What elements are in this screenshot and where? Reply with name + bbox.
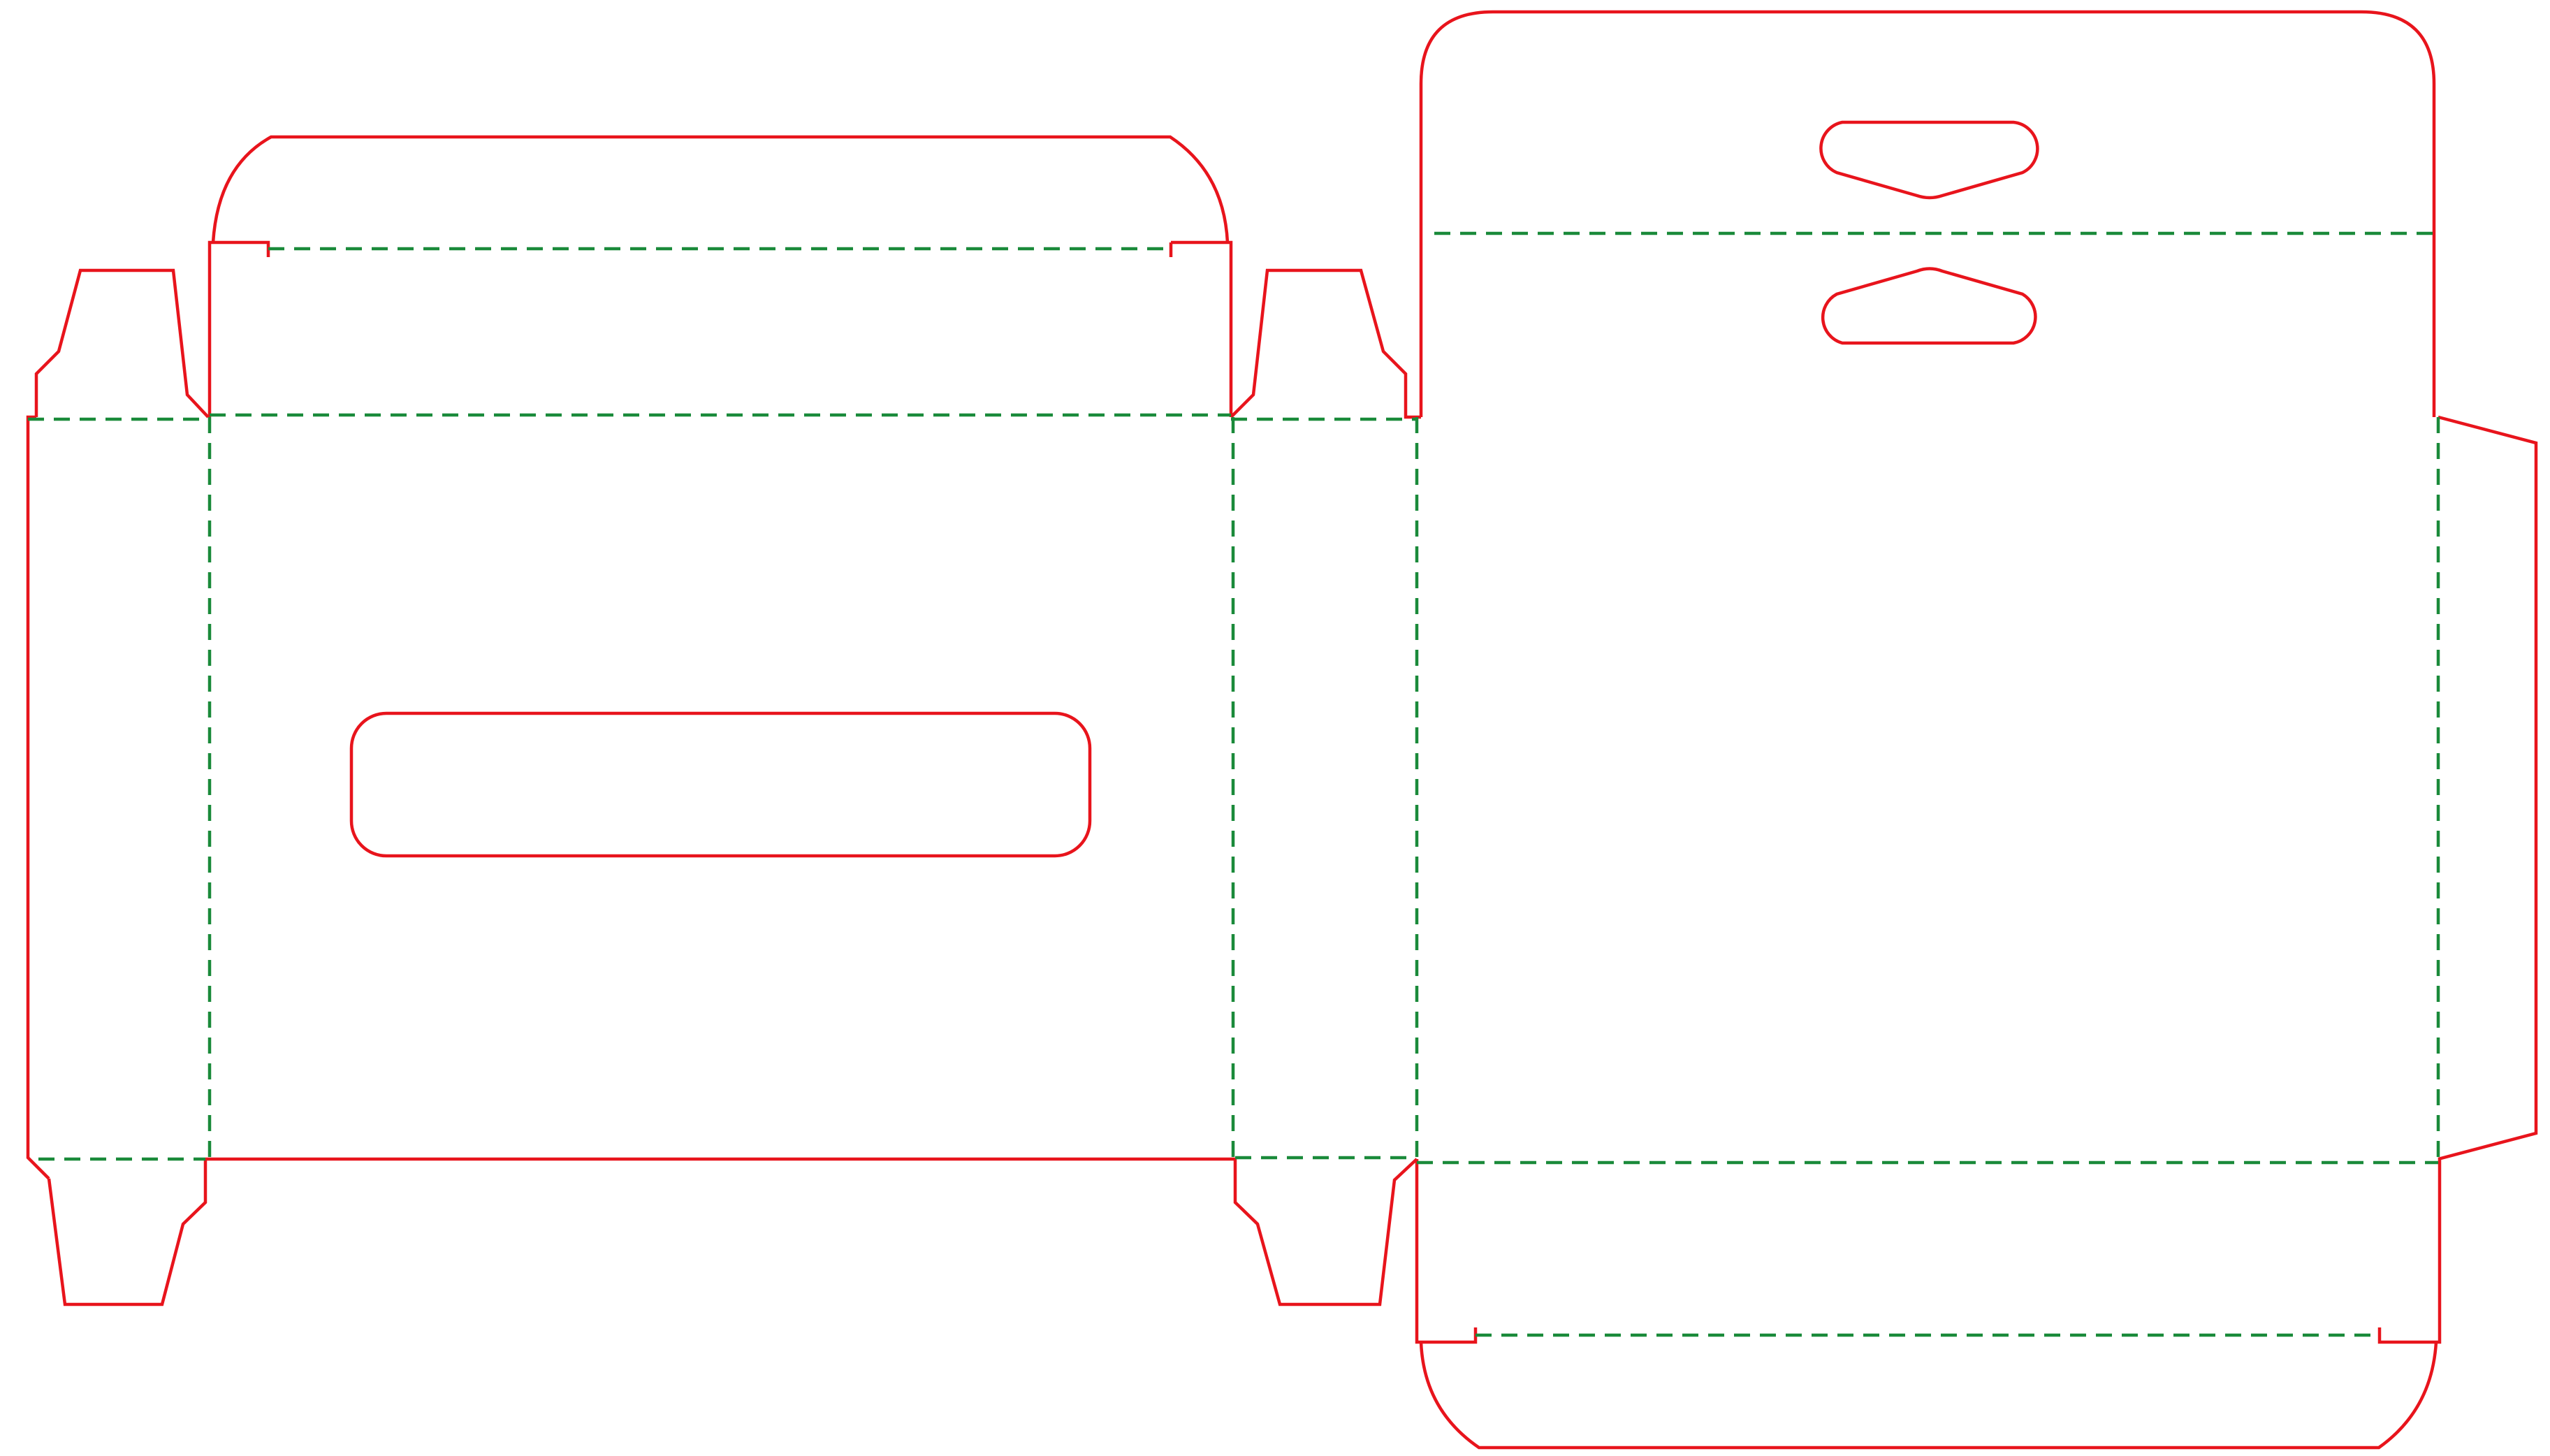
top-tuck-flap-front — [207, 135, 1233, 417]
dust-flap-top-left — [34, 268, 210, 418]
hang-tab-panel — [1419, 10, 2436, 417]
dust-flap-bottom-left — [47, 1159, 207, 1306]
hang-hole-top — [1819, 120, 2039, 200]
cut-lines — [26, 10, 2538, 1450]
fold-lines — [28, 231, 2440, 1337]
bottom-tuck-flap — [1415, 1159, 2442, 1450]
hang-hole-bottom — [1821, 267, 2037, 345]
window-cutout — [349, 711, 1092, 858]
left-glue-strip-cut — [26, 415, 50, 1180]
dust-flap-bottom-right — [1233, 1158, 1418, 1306]
dust-flap-top-right — [1230, 268, 1421, 419]
right-glue-flap — [2438, 415, 2538, 1161]
